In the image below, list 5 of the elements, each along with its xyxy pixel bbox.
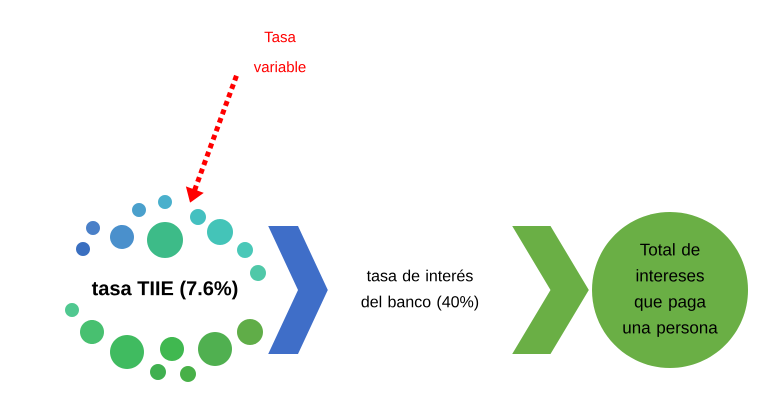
ring-label: tasa TIIE (7.6%) <box>92 280 238 300</box>
chevron-arrow <box>268 226 328 354</box>
note-text: Tasa variable <box>254 32 306 72</box>
chevron-arrow <box>512 226 589 354</box>
step-text: tasa de interés del banco (40%) <box>362 269 478 311</box>
